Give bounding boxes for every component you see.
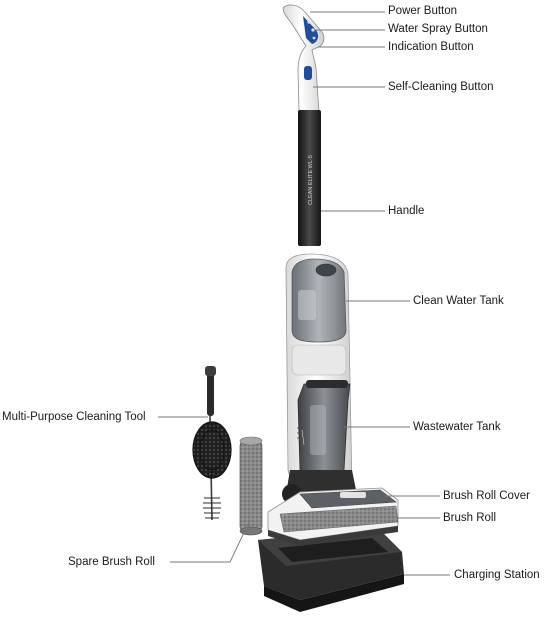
label-multi-purpose-cleaning-tool: Multi-Purpose Cleaning Tool [2, 411, 146, 423]
label-indication-button: Indication Button [388, 41, 474, 53]
indication-light-dot [312, 36, 316, 40]
label-handle: Handle [388, 205, 425, 217]
handle-assembly: CLEAN ELITE WL-5 [282, 4, 325, 246]
spare-brush-roll-shape [239, 436, 263, 536]
brush-roll-shape [279, 505, 399, 533]
label-spare-brush-roll: Spare Brush Roll [68, 556, 155, 568]
multi-purpose-tool-shape [192, 366, 232, 521]
label-power-button: Power Button [388, 5, 458, 17]
brush-roll-cover-shape [299, 489, 397, 509]
floor-head [267, 470, 399, 546]
label-wastewater-tank: Wastewater Tank [413, 421, 501, 433]
leader-lines [158, 11, 450, 576]
label-brush-roll-cover: Brush Roll Cover [443, 490, 530, 502]
label-self-cleaning-button: Self-Cleaning Button [388, 81, 494, 93]
water-spray-button-dot[interactable] [311, 28, 315, 32]
handle-shaft [298, 110, 321, 246]
clean-water-tank-shape [291, 258, 347, 343]
power-button-dot[interactable] [307, 20, 311, 24]
label-brush-roll: Brush Roll [443, 512, 497, 524]
label-water-spray-button: Water Spray Button [388, 23, 488, 35]
handle-print: CLEAN ELITE WL-5 [308, 155, 314, 205]
handle-grip [282, 4, 325, 113]
self-cleaning-button-shape[interactable] [304, 66, 312, 80]
label-clean-water-tank: Clean Water Tank [413, 295, 504, 307]
label-charging-station: Charging Station [454, 569, 540, 581]
main-body [285, 253, 353, 493]
